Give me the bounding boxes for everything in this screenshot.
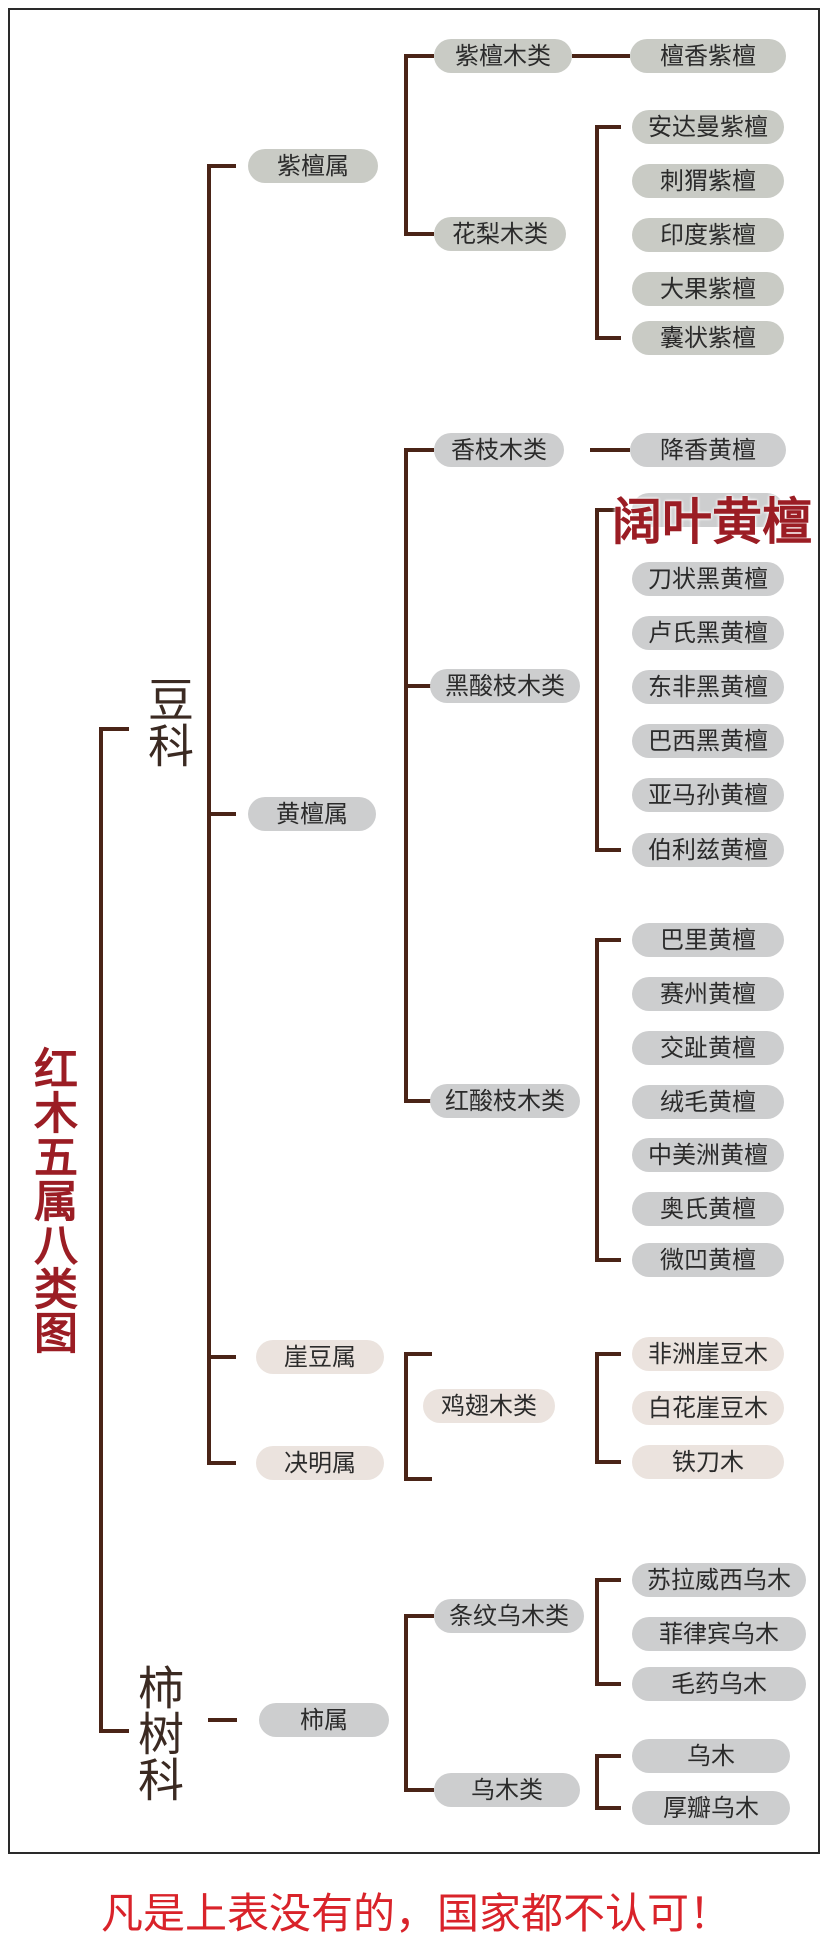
genus-dalbergia: 黄檀属 xyxy=(248,797,376,831)
species-item: 微凹黄檀 xyxy=(632,1243,784,1277)
genus-diospyros: 柿属 xyxy=(259,1703,389,1737)
connector-line xyxy=(404,1614,434,1618)
connector-line xyxy=(404,1477,432,1481)
family-ebenaceae-label: 柿树科 xyxy=(131,1664,185,1802)
connector-line xyxy=(99,727,129,731)
family-legume-label: 豆科 xyxy=(141,676,195,768)
connector-line xyxy=(404,448,408,1103)
class-tiaowen-wumu: 条纹乌木类 xyxy=(434,1599,584,1633)
species-item: 东非黑黄檀 xyxy=(632,670,784,704)
connector-line xyxy=(404,1614,408,1792)
connector-line xyxy=(595,1352,621,1356)
connector-line xyxy=(404,1099,434,1103)
species-item: 伯利兹黄檀 xyxy=(632,833,784,867)
connector-line xyxy=(590,448,630,452)
connector-line xyxy=(404,232,434,236)
species-item: 卢氏黑黄檀 xyxy=(632,616,784,650)
chart-frame xyxy=(8,8,820,1854)
species-item: 中美洲黄檀 xyxy=(632,1138,784,1172)
connector-line xyxy=(595,848,621,852)
connector-line xyxy=(404,54,408,236)
connector-line xyxy=(595,1754,621,1758)
species-item: 巴西黑黄檀 xyxy=(632,724,784,758)
connector-line xyxy=(595,1352,599,1464)
connector-line xyxy=(595,1258,621,1262)
connector-line xyxy=(595,125,599,340)
connector-line xyxy=(595,938,599,1262)
species-item: 苏拉威西乌木 xyxy=(632,1563,806,1597)
connector-line xyxy=(404,54,434,58)
species-item: 乌木 xyxy=(632,1739,790,1773)
connector-line xyxy=(207,1355,236,1359)
species-item: 交趾黄檀 xyxy=(632,1031,784,1065)
species-item: 亚马孙黄檀 xyxy=(632,778,784,812)
class-huali: 花梨木类 xyxy=(434,217,566,251)
connector-line xyxy=(99,727,103,1733)
species-item: 印度紫檀 xyxy=(632,218,784,252)
class-wumu: 乌木类 xyxy=(434,1773,580,1807)
species-item: 大果紫檀 xyxy=(632,272,784,306)
species-item: 刀状黑黄檀 xyxy=(632,562,784,596)
connector-line xyxy=(572,54,630,58)
class-xiangzhi: 香枝木类 xyxy=(434,433,564,467)
connector-line xyxy=(595,125,621,129)
footer-note: 凡是上表没有的，国家都不认可！ xyxy=(100,1889,731,1938)
connector-line xyxy=(208,1718,237,1722)
connector-line xyxy=(595,336,621,340)
species-item: 白花崖豆木 xyxy=(632,1391,784,1425)
connector-line xyxy=(207,812,236,816)
connector-line xyxy=(207,1461,236,1465)
connector-line xyxy=(404,1352,408,1481)
connector-line xyxy=(207,164,236,168)
genus-millettia: 崖豆属 xyxy=(256,1340,384,1374)
connector-line xyxy=(404,684,434,688)
chart-title: 红木五属八类图 xyxy=(26,1046,77,1354)
connector-line xyxy=(595,1578,599,1686)
connector-line xyxy=(595,1460,621,1464)
species-item: 囊状紫檀 xyxy=(632,321,784,355)
class-heisuanzhi: 黑酸枝木类 xyxy=(430,669,580,703)
species-item: 毛药乌木 xyxy=(632,1667,806,1701)
species-item: 绒毛黄檀 xyxy=(632,1085,784,1119)
genus-pterocarpus: 紫檀属 xyxy=(248,149,378,183)
class-hongsuanzhi: 红酸枝木类 xyxy=(430,1084,580,1118)
species-item: 厚瓣乌木 xyxy=(632,1791,790,1825)
species-item: 檀香紫檀 xyxy=(630,39,786,73)
connector-line xyxy=(404,1352,432,1356)
connector-line xyxy=(99,1729,129,1733)
species-item: 降香黄檀 xyxy=(630,433,786,467)
connector-line xyxy=(595,1578,621,1582)
species-item: 安达曼紫檀 xyxy=(632,110,784,144)
connector-line xyxy=(404,1788,434,1792)
connector-line xyxy=(404,448,434,452)
species-item: 菲律宾乌木 xyxy=(632,1617,806,1651)
species-item: 巴里黄檀 xyxy=(632,923,784,957)
connector-line xyxy=(595,508,599,852)
species-item: 非洲崖豆木 xyxy=(632,1337,784,1371)
species-item: 刺猬紫檀 xyxy=(632,164,784,198)
genus-cassia: 决明属 xyxy=(256,1446,384,1480)
class-zitan: 紫檀木类 xyxy=(434,39,572,73)
species-item xyxy=(632,493,784,527)
connector-line xyxy=(595,938,621,942)
connector-line xyxy=(595,1754,599,1810)
class-jichi: 鸡翅木类 xyxy=(423,1389,555,1423)
species-item: 赛州黄檀 xyxy=(632,977,784,1011)
overlay-label: 阔叶黄檀 xyxy=(612,493,812,551)
connector-line xyxy=(595,508,621,512)
species-item: 奥氏黄檀 xyxy=(632,1192,784,1226)
species-item: 铁刀木 xyxy=(632,1445,784,1479)
connector-line xyxy=(595,1682,621,1686)
connector-line xyxy=(595,1806,621,1810)
